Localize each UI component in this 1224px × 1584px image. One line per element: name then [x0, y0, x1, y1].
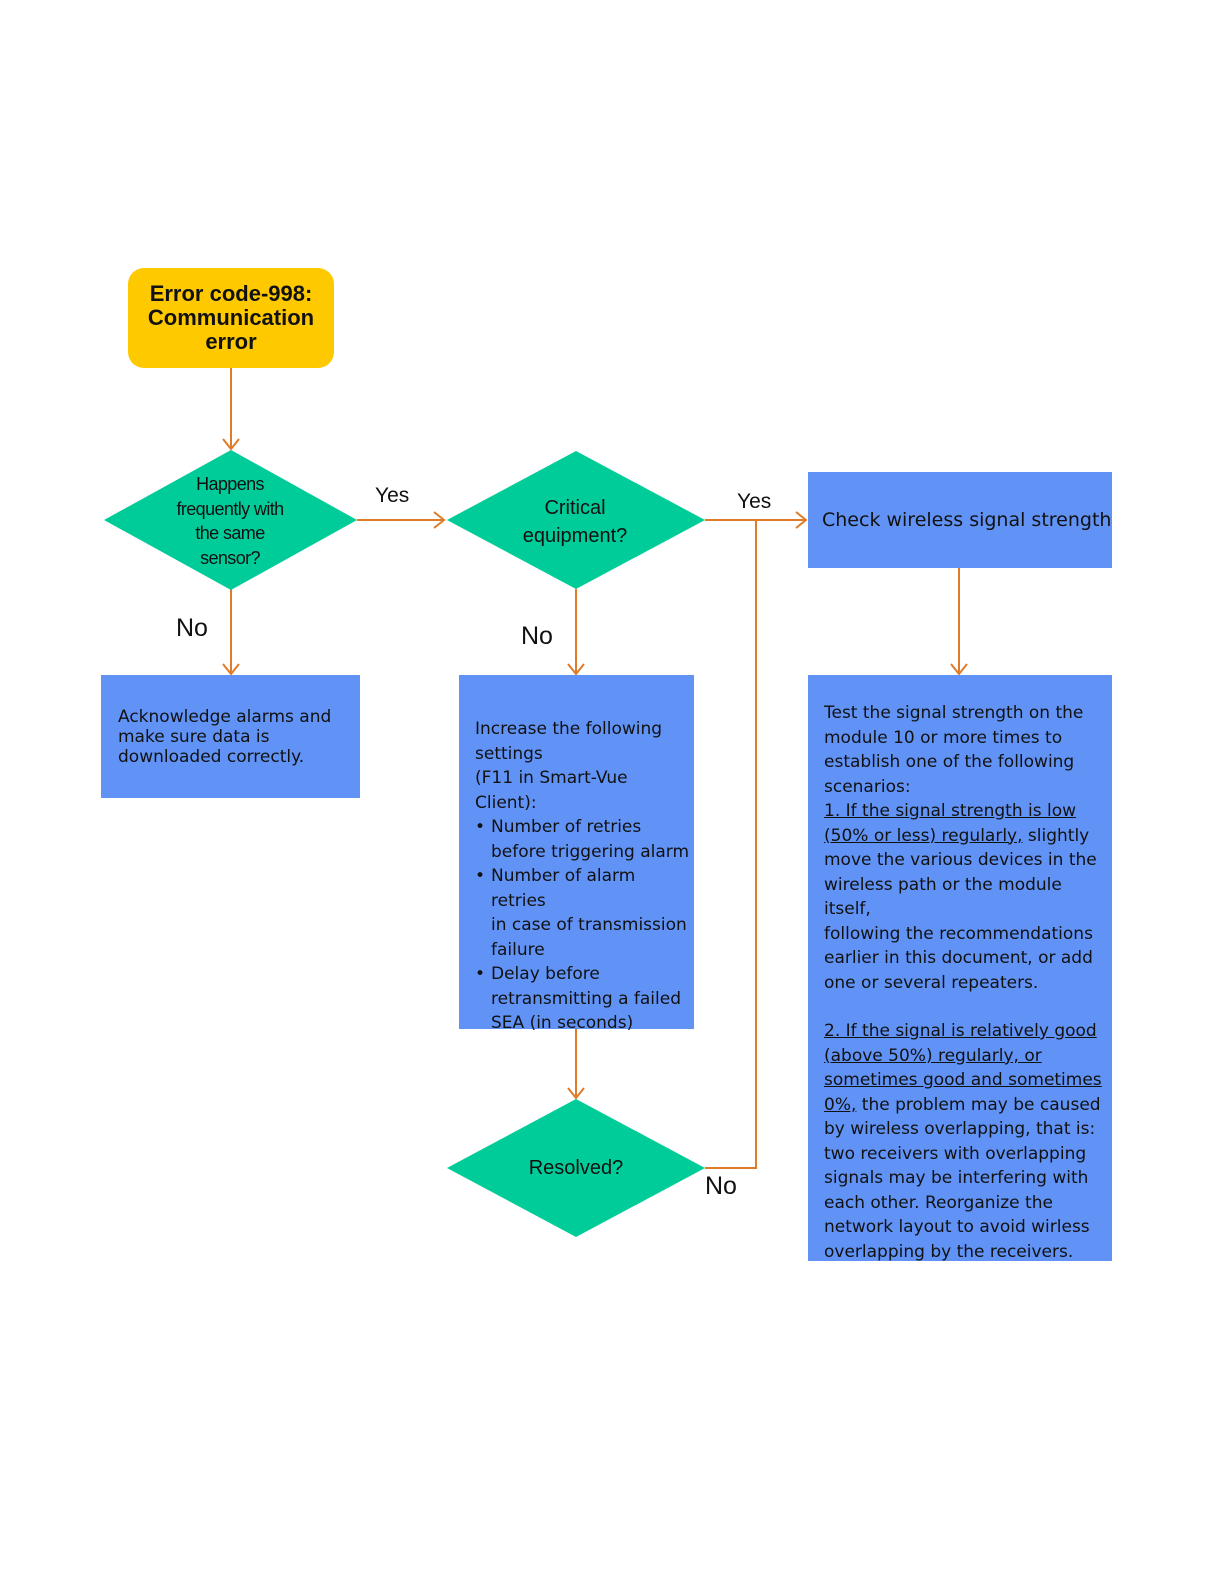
box-line: signals may be interfering with	[824, 1168, 1089, 1188]
arrowhead	[433, 511, 446, 529]
scenario-2-line: 0%, the problem may be caused	[824, 1093, 1108, 1118]
edge-label-no: No	[521, 622, 553, 650]
process-box-increase-settings: Increase the following settings (F11 in …	[459, 675, 694, 1033]
decision-diamond-critical	[447, 451, 705, 589]
box-line: establish one of the following	[824, 752, 1075, 772]
list-item-line: in case of transmission	[491, 915, 687, 935]
list-item-line: Number of alarm retries	[491, 866, 636, 911]
list-item-line: before triggering alarm	[491, 841, 690, 862]
decision-line: Critical	[544, 497, 606, 519]
arrowhead	[567, 1087, 585, 1100]
start-node-error-code: Error code-998: Communication error	[128, 268, 334, 368]
arrowhead	[222, 438, 240, 451]
paragraph-gap	[824, 995, 1108, 1019]
decision-line: frequently with	[176, 498, 284, 519]
decision-line: sensor?	[200, 547, 260, 568]
box-line: one or several repeaters.	[824, 972, 1039, 993]
box-line: earlier in this document, or add	[824, 948, 1093, 968]
list-item: Number of alarm retries in case of trans…	[475, 864, 690, 962]
process-box-check-signal: Check wireless signal strength	[808, 472, 1112, 568]
box-line: move the various devices in the	[824, 850, 1097, 870]
edge-label-yes: Yes	[375, 484, 410, 507]
list-item-line: SEA (in seconds)	[491, 1013, 634, 1033]
list-item-line: retransmitting a failed	[491, 988, 682, 1009]
box-line: settings	[475, 743, 543, 764]
arrowhead	[222, 663, 240, 676]
edge-label-yes: Yes	[737, 490, 772, 513]
box-line: each other. Reorganize the	[824, 1192, 1053, 1213]
decision-line: the same	[195, 523, 265, 543]
box-line: network layout to avoid wirless	[824, 1217, 1090, 1237]
box-line: by wireless overlapping, that is:	[824, 1119, 1096, 1139]
box-line: Increase the following	[475, 719, 663, 739]
scenario-2-line: 2. If the signal is relatively good	[824, 1021, 1097, 1041]
arrowhead	[795, 511, 808, 529]
scenario-1-continuation: slightly	[1022, 825, 1090, 846]
edge-label-no: No	[176, 614, 208, 642]
start-line: error	[205, 329, 257, 354]
settings-list: Number of retries before triggering alar…	[475, 815, 690, 1036]
box-line: Acknowledge alarms and	[118, 707, 332, 727]
box-line: wireless path or the module itself,	[824, 874, 1062, 920]
process-box-test-signal: Test the signal strength on the module 1…	[808, 675, 1112, 1262]
scenario-2-continuation: the problem may be caused	[856, 1094, 1101, 1115]
box-line: Test the signal strength on the	[824, 703, 1084, 723]
list-item: Delay before retransmitting a failed SEA…	[475, 962, 690, 1036]
arrowhead	[950, 663, 968, 676]
box-line: make sure data is	[118, 727, 270, 747]
list-item: Number of retries before triggering alar…	[475, 815, 690, 864]
scenario-1-line: (50% or less) regularly, slightly	[824, 824, 1108, 849]
scenario-2-line: (above 50%) regularly, or	[824, 1045, 1042, 1066]
decision-text-sensor: Happens frequently with the same sensor?	[150, 472, 310, 570]
box-line: two receivers with overlapping	[824, 1143, 1087, 1164]
edge-label-no: No	[705, 1172, 737, 1200]
list-item-line: failure	[491, 939, 545, 960]
box-label: Check wireless signal strength	[822, 509, 1112, 531]
arrowhead	[567, 663, 585, 676]
decision-text-resolved: Resolved?	[528, 1157, 624, 1179]
scenario-1-underlined: (50% or less) regularly,	[824, 825, 1023, 846]
list-item-line: Number of retries	[491, 817, 642, 837]
scenario-1-line: 1. If the signal strength is low	[824, 801, 1077, 821]
start-line: Communication	[147, 305, 315, 330]
box-line: overlapping by the receivers.	[824, 1241, 1074, 1262]
decision-diamond-resolved	[447, 1099, 705, 1237]
decision-diamond-sensor	[104, 450, 357, 590]
box-line: (F11 in Smart-Vue Client):	[475, 768, 628, 813]
decision-text-critical: Critical equipment?	[500, 494, 650, 550]
scenario-2-underlined: 0%,	[824, 1094, 857, 1115]
list-item-line: Delay before	[491, 964, 600, 984]
start-line: Error code-998:	[149, 281, 313, 306]
box-line: following the recommendations	[824, 923, 1093, 944]
box-line: module 10 or more times to	[824, 727, 1063, 748]
decision-line: equipment?	[522, 525, 628, 547]
process-box-acknowledge: Acknowledge alarms and make sure data is…	[101, 675, 360, 798]
box-line: scenarios:	[824, 776, 911, 797]
scenario-2-line: sometimes good and sometimes	[824, 1070, 1102, 1090]
box-line: downloaded correctly.	[118, 747, 305, 767]
edge-resolved-no-loop	[705, 520, 757, 1169]
decision-line: Happens	[196, 474, 264, 494]
